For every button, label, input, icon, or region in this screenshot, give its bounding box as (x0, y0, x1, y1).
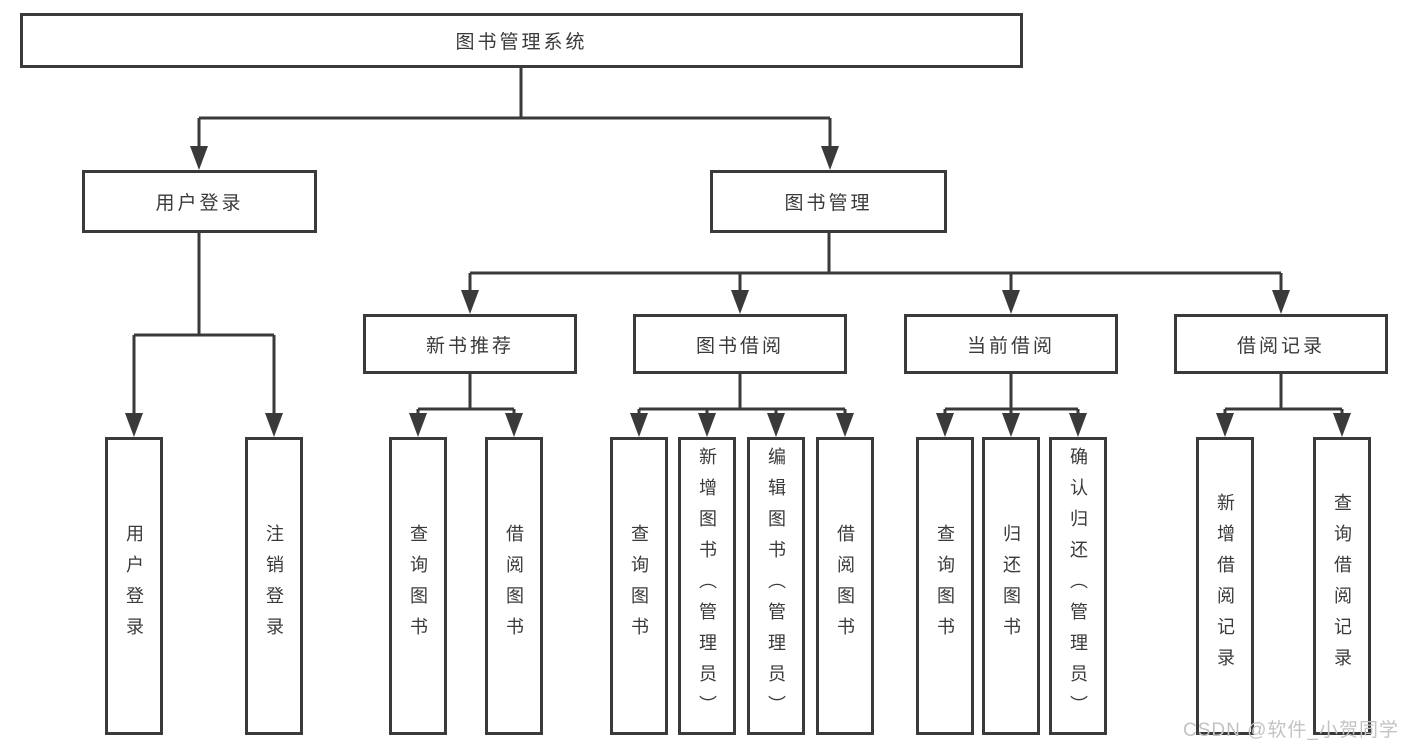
node-label: 借阅图书 (504, 524, 524, 648)
leaf-add-book-admin: 新增图书（管理员） (678, 437, 736, 735)
node-label: 注销登录 (264, 524, 284, 648)
node-label: 图书管理系统 (455, 32, 588, 53)
leaf-query-books-recommend: 查询图书 (389, 437, 447, 735)
node-root: 图书管理系统 (20, 13, 1023, 68)
leaf-add-borrow-record: 新增借阅记录 (1196, 437, 1254, 735)
node-label: 用户登录 (155, 193, 244, 214)
leaf-logout: 注销登录 (245, 437, 303, 735)
node-user-login: 用户登录 (82, 170, 317, 233)
leaf-query-books-borrow: 查询图书 (610, 437, 668, 735)
node-label: 新增图书（管理员） (697, 446, 717, 726)
node-current-borrow: 当前借阅 (904, 314, 1118, 374)
node-label: 借阅记录 (1236, 335, 1325, 357)
leaf-borrow-books-recommend: 借阅图书 (485, 437, 543, 735)
node-label: 用户登录 (124, 524, 144, 648)
leaf-return-book: 归还图书 (982, 437, 1040, 735)
leaf-query-borrow-record: 查询借阅记录 (1313, 437, 1371, 735)
node-label: 图书管理 (784, 193, 873, 214)
tree-edges (132, 68, 1344, 419)
node-label: 归还图书 (1001, 524, 1021, 648)
leaf-confirm-return-admin: 确认归还（管理员） (1049, 437, 1107, 735)
node-label: 编辑图书（管理员） (766, 446, 786, 726)
leaf-query-books-current: 查询图书 (916, 437, 974, 735)
leaf-borrow-books: 借阅图书 (816, 437, 874, 735)
node-label: 确认归还（管理员） (1068, 446, 1088, 726)
node-borrow-records: 借阅记录 (1174, 314, 1388, 374)
leaf-edit-book-admin: 编辑图书（管理员） (747, 437, 805, 735)
node-label: 新书推荐 (425, 335, 514, 357)
node-new-book-recommend: 新书推荐 (363, 314, 577, 374)
csdn-watermark: CSDN @软件_小贺同学 (1183, 720, 1399, 741)
node-label: 查询图书 (629, 524, 649, 648)
node-book-borrow: 图书借阅 (633, 314, 847, 374)
node-label: 查询图书 (408, 524, 428, 648)
node-label: 借阅图书 (835, 524, 855, 648)
node-label: 查询借阅记录 (1332, 493, 1352, 679)
node-label: 图书借阅 (695, 335, 784, 357)
leaf-user-login: 用户登录 (105, 437, 163, 735)
node-label: 当前借阅 (966, 335, 1055, 357)
node-label: 查询图书 (935, 524, 955, 648)
node-book-management: 图书管理 (710, 170, 947, 233)
arrowheads (125, 146, 1351, 437)
node-label: 新增借阅记录 (1215, 493, 1235, 679)
